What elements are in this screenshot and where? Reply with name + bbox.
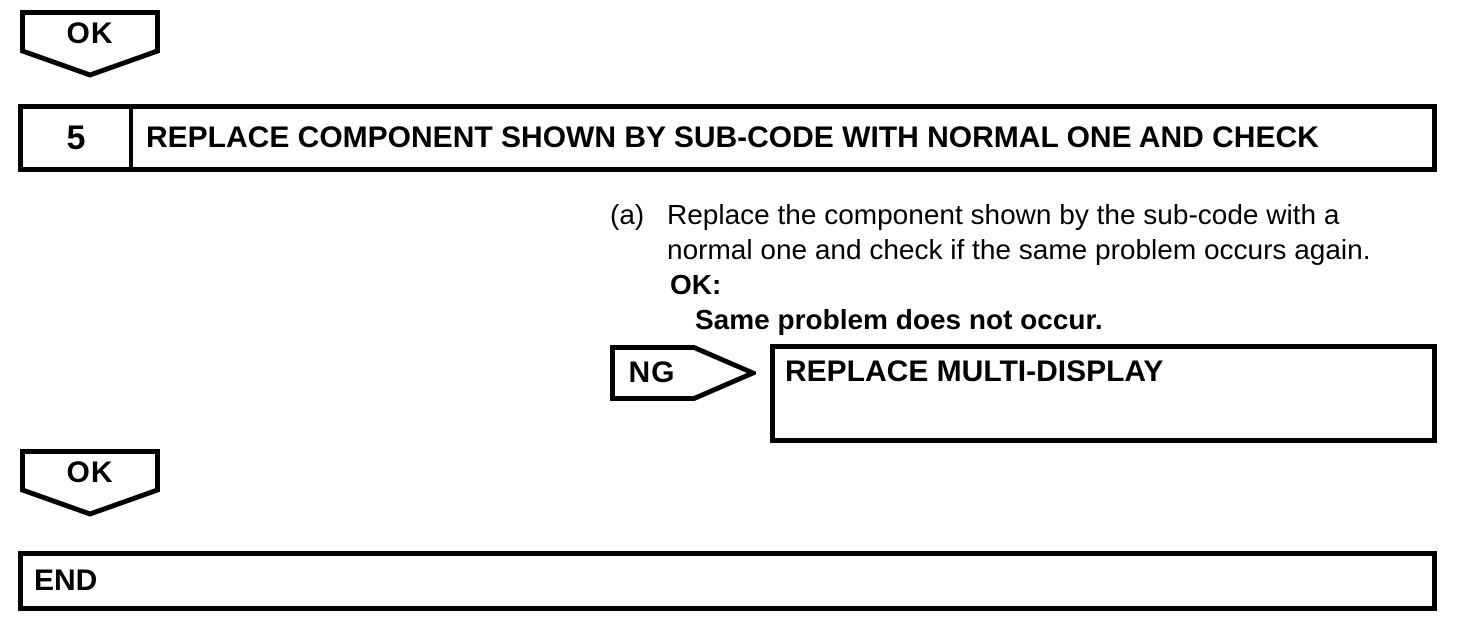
- down-pointer-shape: [20, 10, 160, 78]
- down-pointer-shape: [20, 449, 160, 517]
- step-title: REPLACE COMPONENT SHOWN BY SUB-CODE WITH…: [146, 121, 1319, 154]
- ng-connector: NG: [610, 345, 756, 401]
- ng-connector-label: NG: [628, 356, 676, 389]
- step-header: 5 REPLACE COMPONENT SHOWN BY SUB-CODE WI…: [18, 104, 1437, 172]
- ok-connector-top-label: OK: [66, 17, 114, 50]
- ok-connector-bottom: OK: [20, 449, 160, 517]
- instruction-line-1: Replace the component shown by the sub-c…: [667, 199, 1340, 230]
- ng-action-text: REPLACE MULTI-DISPLAY: [785, 355, 1164, 388]
- instruction-line-2: normal one and check if the same problem…: [667, 234, 1371, 265]
- ok-result-label: OK:: [670, 269, 722, 300]
- ok-result-text: Same problem does not occur.: [695, 304, 1103, 335]
- ok-connector-bottom-label: OK: [66, 456, 114, 489]
- ng-action-box: REPLACE MULTI-DISPLAY: [770, 344, 1437, 443]
- instruction-marker: (a): [610, 199, 645, 230]
- ok-connector-top: OK: [20, 10, 160, 78]
- instruction-block: (a) Replace the component shown by the s…: [610, 197, 1450, 337]
- end-box: END: [18, 551, 1437, 611]
- end-label: END: [34, 564, 98, 597]
- right-pointer-shape: [610, 345, 756, 401]
- step-number: 5: [23, 109, 133, 167]
